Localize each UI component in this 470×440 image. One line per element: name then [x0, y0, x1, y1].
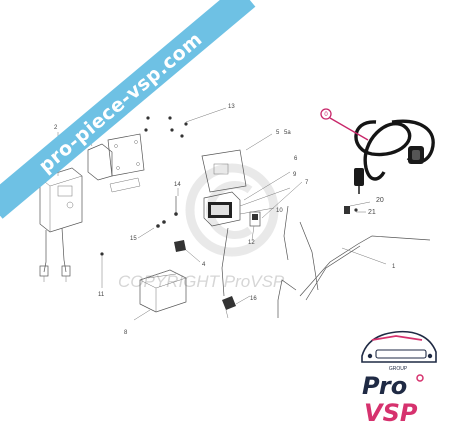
frame-tube-1: [221, 205, 431, 318]
callout-5a: 5a: [284, 130, 291, 136]
callout-21: 21: [368, 209, 376, 216]
callout-9: 9: [293, 172, 297, 178]
callout-8: 8: [124, 330, 128, 336]
battery-box-8: [139, 269, 187, 313]
fasteners-20-21: [344, 201, 371, 214]
charging-cable: [354, 119, 435, 194]
relay-12: [249, 211, 261, 227]
screw-11: [100, 252, 104, 288]
banner-text: pro-piece-vsp.com: [35, 28, 207, 177]
callout-4: 4: [202, 262, 206, 268]
dc-converter: [203, 191, 241, 227]
connector-4: [174, 240, 201, 263]
callout-13: 13: [228, 104, 235, 110]
callout-10: 10: [276, 208, 283, 214]
callout-20: 20: [376, 197, 384, 204]
mounting-plate: [107, 133, 145, 177]
screw-15: [137, 227, 155, 239]
watermark-text: COPYRIGHT ProVSP: [118, 272, 285, 291]
callout-14: 14: [174, 182, 181, 188]
logo-word-pro: Pro: [362, 372, 407, 400]
logo-word-vsp: VSP: [364, 399, 418, 427]
callout-7: 7: [305, 180, 309, 186]
small-part-14: [156, 196, 178, 228]
callout-16: 16: [250, 296, 257, 302]
callout-11: 11: [98, 292, 105, 298]
charger-unit: [39, 167, 83, 282]
bracket-part-3: [87, 143, 141, 193]
callout-15: 15: [130, 236, 137, 242]
callout-2: 2: [54, 125, 58, 131]
callout-1: 1: [392, 264, 396, 270]
clip-16: [222, 296, 236, 319]
screws-13: [144, 116, 188, 138]
callout-6: 6: [294, 156, 298, 162]
highlight-marker: [320, 108, 332, 120]
support-plate-5: [201, 149, 247, 193]
provsp-logo: GROUP Pro VSP: [361, 330, 437, 427]
callout-5: 5: [276, 130, 280, 136]
highlight-label: 0: [324, 112, 328, 118]
website-banner: pro-piece-vsp.com: [0, 0, 256, 219]
highlight-leader: [329, 117, 369, 141]
logo-group-tag: GROUP: [389, 366, 408, 372]
callout-12: 12: [248, 240, 255, 246]
